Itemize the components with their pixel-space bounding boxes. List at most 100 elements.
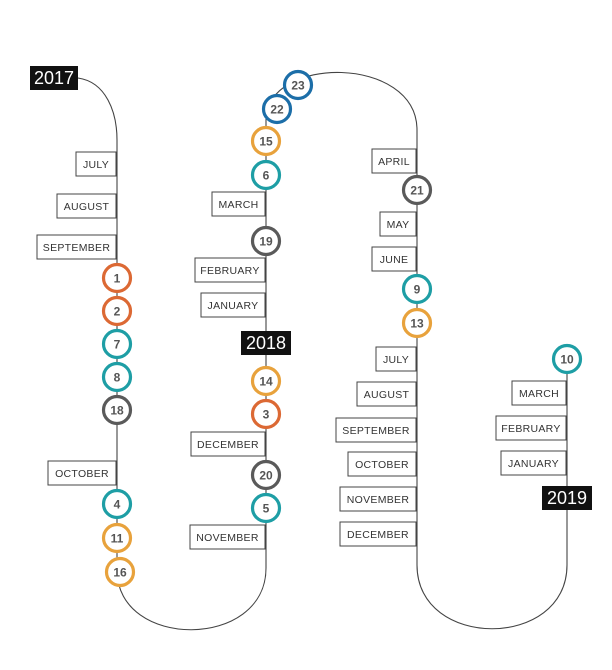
node-ring xyxy=(250,398,282,430)
node-number: 3 xyxy=(263,407,270,421)
month-text: OCTOBER xyxy=(355,459,409,471)
timeline-node-18: 18 xyxy=(101,394,133,426)
node-ring xyxy=(101,394,133,426)
month-label-june: JUNE xyxy=(371,246,417,272)
month-box xyxy=(371,246,417,272)
month-text: JANUARY xyxy=(508,458,559,470)
node-number: 8 xyxy=(114,370,121,384)
month-box xyxy=(335,417,417,443)
timeline-node-16: 16 xyxy=(104,556,136,588)
timeline-node-2: 2 xyxy=(101,295,133,327)
node-number: 22 xyxy=(270,102,284,116)
month-text: APRIL xyxy=(378,156,410,168)
node-ring xyxy=(261,93,293,125)
month-text: DECEMBER xyxy=(197,439,259,451)
year-box xyxy=(542,486,592,510)
month-label-march: MARCH xyxy=(511,380,567,406)
month-box xyxy=(190,431,266,457)
node-number: 16 xyxy=(113,565,127,579)
node-ring xyxy=(250,365,282,397)
month-text: MARCH xyxy=(219,199,259,211)
month-box xyxy=(495,415,567,441)
timeline-node-5: 5 xyxy=(250,492,282,524)
month-box xyxy=(500,450,567,476)
month-text: OCTOBER xyxy=(55,468,109,480)
node-ring xyxy=(250,459,282,491)
node-number: 5 xyxy=(263,501,270,515)
node-ring xyxy=(104,556,136,588)
month-box xyxy=(211,191,266,217)
month-label-april: APRIL xyxy=(371,148,417,174)
month-label-november: NOVEMBER xyxy=(339,486,417,512)
month-label-march: MARCH xyxy=(211,191,266,217)
node-number: 4 xyxy=(114,497,121,511)
year-label-2018: 2018 xyxy=(241,331,291,355)
timeline-node-7: 7 xyxy=(101,328,133,360)
month-label-january: JANUARY xyxy=(200,292,266,318)
month-box xyxy=(371,148,417,174)
month-label-october: OCTOBER xyxy=(347,451,417,477)
month-box xyxy=(194,257,266,283)
node-ring xyxy=(101,488,133,520)
month-box xyxy=(379,211,417,237)
month-label-may: MAY xyxy=(379,211,417,237)
month-box xyxy=(47,460,117,486)
node-ring xyxy=(401,307,433,339)
month-text: JULY xyxy=(83,159,109,171)
month-labels: JULY AUGUST SEPTEMBER OCTOBER MARCH FEBRUARY J… xyxy=(36,148,567,550)
timeline-node-8: 8 xyxy=(101,361,133,393)
year-text: 2017 xyxy=(34,68,74,88)
year-text: 2018 xyxy=(246,333,286,353)
month-label-october: OCTOBER xyxy=(47,460,117,486)
node-ring xyxy=(282,69,314,101)
month-box xyxy=(339,486,417,512)
month-text: SEPTEMBER xyxy=(342,425,410,437)
year-text: 2019 xyxy=(547,488,587,508)
year-box xyxy=(30,66,78,90)
month-text: FEBRUARY xyxy=(501,423,560,435)
node-number: 20 xyxy=(259,468,273,482)
timeline-node-15: 15 xyxy=(250,125,282,157)
node-number: 10 xyxy=(560,352,574,366)
month-text: NOVEMBER xyxy=(347,494,410,506)
month-box xyxy=(356,381,417,407)
month-box xyxy=(347,451,417,477)
month-text: AUGUST xyxy=(364,389,410,401)
node-ring xyxy=(401,174,433,206)
month-label-january: JANUARY xyxy=(500,450,567,476)
month-label-july: JULY xyxy=(375,346,417,372)
node-number: 15 xyxy=(259,134,273,148)
month-label-august: AUGUST xyxy=(56,193,117,219)
month-label-december: DECEMBER xyxy=(339,521,417,547)
node-ring xyxy=(250,125,282,157)
timeline-node-21: 21 xyxy=(401,174,433,206)
node-number: 13 xyxy=(410,316,424,330)
node-ring xyxy=(101,522,133,554)
node-number: 21 xyxy=(410,183,424,197)
month-box xyxy=(75,151,117,177)
month-text: MARCH xyxy=(519,388,559,400)
node-ring xyxy=(101,361,133,393)
month-text: JUNE xyxy=(380,254,409,266)
month-text: DECEMBER xyxy=(347,529,409,541)
node-ring xyxy=(101,262,133,294)
timeline-node-20: 20 xyxy=(250,459,282,491)
month-label-august: AUGUST xyxy=(356,381,417,407)
month-label-december: DECEMBER xyxy=(190,431,266,457)
node-number: 9 xyxy=(414,282,421,296)
node-ring xyxy=(250,492,282,524)
month-box xyxy=(200,292,266,318)
node-ring xyxy=(250,159,282,191)
month-label-july: JULY xyxy=(75,151,117,177)
timeline-node-4: 4 xyxy=(101,488,133,520)
node-number: 6 xyxy=(263,168,270,182)
timeline-node-19: 19 xyxy=(250,225,282,257)
month-label-february: FEBRUARY xyxy=(194,257,266,283)
month-text: AUGUST xyxy=(64,201,110,213)
node-number: 19 xyxy=(259,234,273,248)
month-text: JANUARY xyxy=(208,300,259,312)
month-box xyxy=(56,193,117,219)
